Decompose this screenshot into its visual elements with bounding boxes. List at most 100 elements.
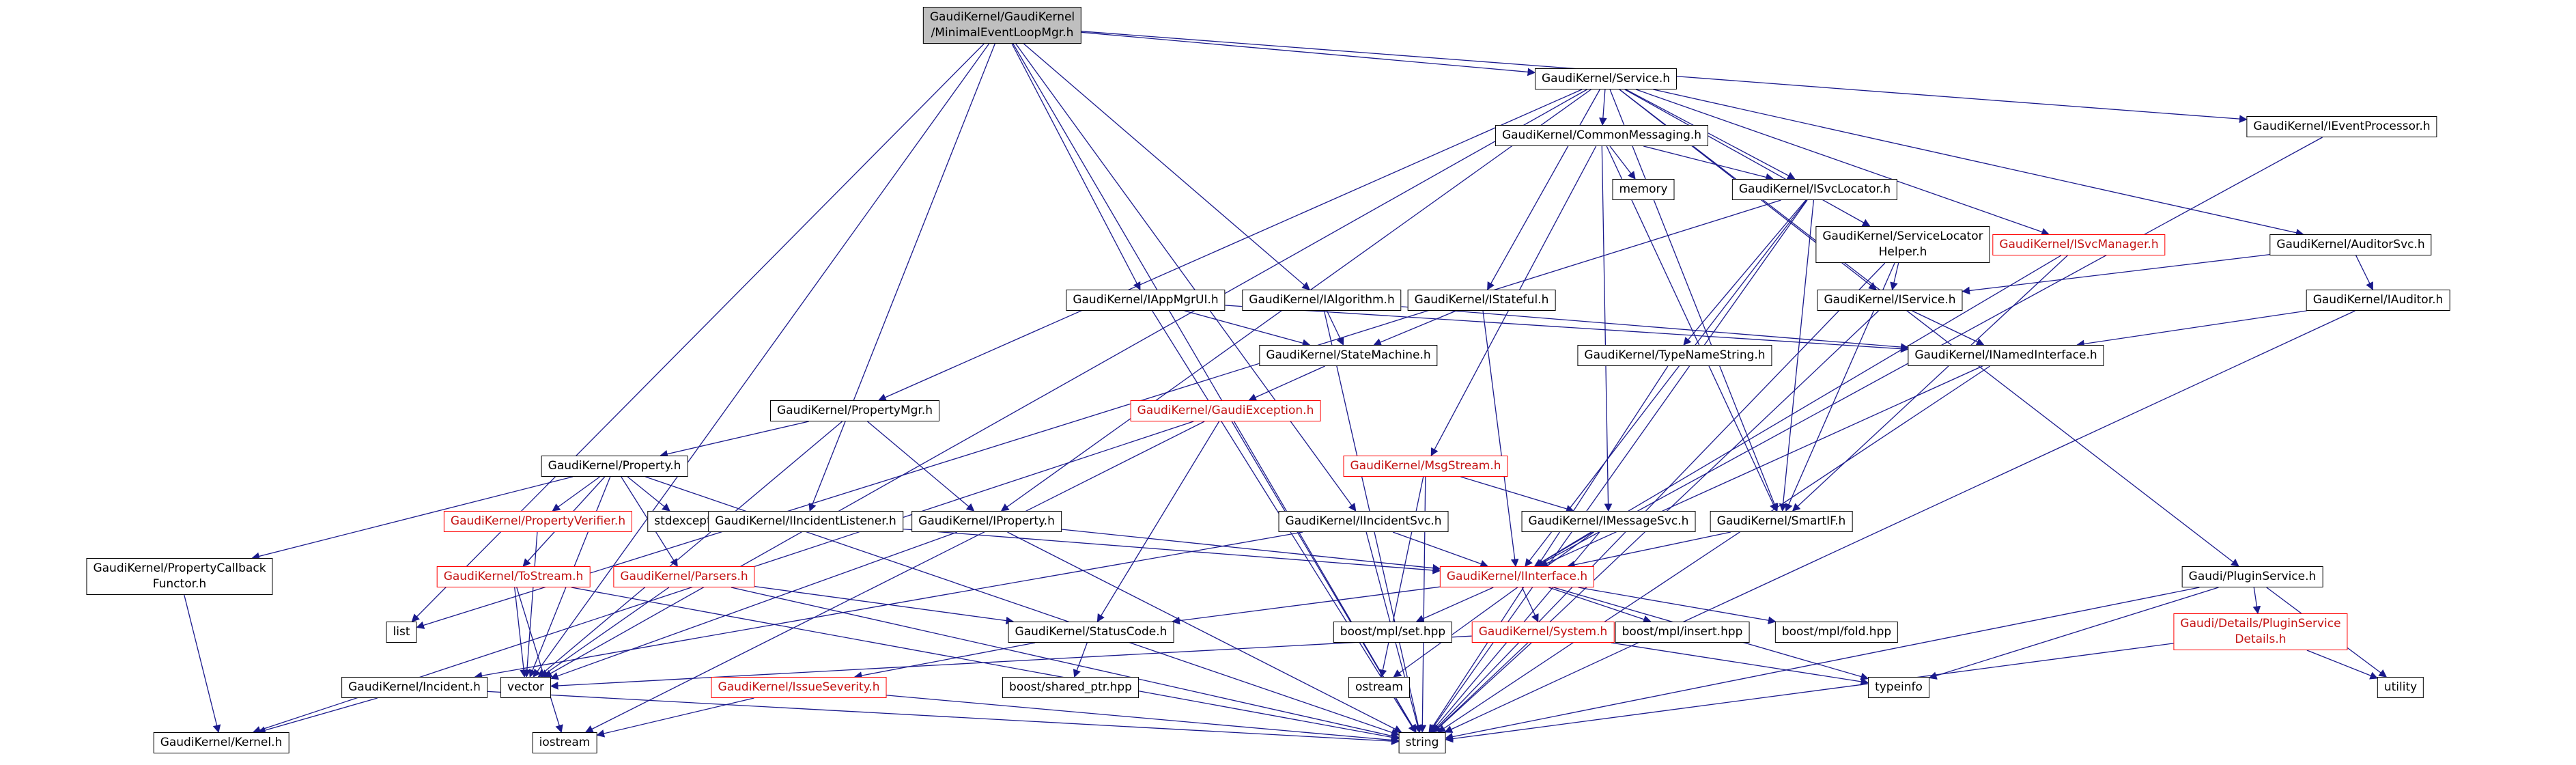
node-auditorsvc[interactable]: GaudiKernel/AuditorSvc.h [2269,234,2432,255]
node-state-machine[interactable]: GaudiKernel/StateMachine.h [1259,345,1438,366]
node-issue-severity[interactable]: GaudiKernel/IssueSeverity.h [711,677,887,698]
edge-isvclocator-to-list [416,199,1781,629]
edge-istateful-to-state-machine [1373,310,1456,346]
node-msgstream[interactable]: GaudiKernel/MsgStream.h [1343,456,1508,477]
edge-service-to-isvclocator [1625,89,1796,180]
edge-minimal-event-loop-mgr-to-iincidentsvc [1015,43,1357,512]
edge-plugin-service-to-string [1445,587,2200,741]
edge-system-to-typeinfo [1611,642,1869,686]
node-iappmgrui[interactable]: GaudiKernel/IAppMgrUI.h [1066,290,1226,311]
edge-minimal-event-loop-mgr-to-iincident-listener [808,43,995,512]
edge-common-messaging-to-memory [1609,145,1636,180]
edge-msgstream-to-ostream [1378,476,1424,678]
node-service-locator-helper[interactable]: GaudiKernel/ServiceLocator Helper.h [1815,226,1990,263]
edge-iproperty-to-string [1007,531,1402,733]
node-string[interactable]: string [1398,732,1446,753]
node-plugin-service[interactable]: Gaudi/PluginService.h [2181,566,2323,587]
edge-property-callback-functor-to-kernel [184,594,221,734]
node-utility[interactable]: utility [2377,677,2424,698]
node-ialgorithm[interactable]: GaudiKernel/IAlgorithm.h [1242,290,1402,311]
node-mpl-fold[interactable]: boost/mpl/fold.hpp [1774,622,1899,643]
edge-iinterface-to-status-code [1172,586,1441,625]
node-mpl-insert[interactable]: boost/mpl/insert.hpp [1615,622,1750,643]
edge-incident-to-string [487,691,1400,745]
edge-parsers-to-string [731,587,1400,740]
edge-iappmgrui-to-state-machine [1184,310,1311,347]
node-inamed-interface[interactable]: GaudiKernel/INamedInterface.h [1908,345,2104,366]
edge-incident-to-kernel [257,697,378,734]
node-property-verifier[interactable]: GaudiKernel/PropertyVerifier.h [443,511,633,532]
node-gaudi-exception[interactable]: GaudiKernel/GaudiException.h [1130,400,1321,421]
node-list[interactable]: list [386,622,417,643]
edge-imessagesvc-to-ostream [1393,531,1594,678]
node-isvclocator[interactable]: GaudiKernel/ISvcLocator.h [1731,179,1898,200]
edge-property-to-property-verifier [552,476,600,512]
edge-common-messaging-to-smartif [1606,145,1777,512]
edge-plugin-service-details-to-utility [2306,650,2379,680]
node-service[interactable]: GaudiKernel/Service.h [1534,68,1678,89]
node-tostream[interactable]: GaudiKernel/ToStream.h [436,566,591,587]
node-parsers[interactable]: GaudiKernel/Parsers.h [613,566,755,587]
edge-iinterface-to-mpl-insert [1548,587,1652,624]
node-typeinfo[interactable]: typeinfo [1868,677,1929,698]
edge-iinterface-to-mpl-set [1415,587,1494,623]
edge-tostream-to-vector [514,587,528,678]
node-plugin-service-details[interactable]: Gaudi/Details/PluginService Details.h [2173,613,2348,650]
edge-status-code-to-issue-severity [853,642,1036,680]
node-property[interactable]: GaudiKernel/Property.h [541,456,688,477]
edge-ialgorithm-to-state-machine [1326,310,1344,346]
node-imessagesvc[interactable]: GaudiKernel/IMessageSvc.h [1521,511,1696,532]
node-memory[interactable]: memory [1612,179,1675,200]
edge-isvclocator-to-smartif [1779,199,1815,512]
node-property-mgr[interactable]: GaudiKernel/PropertyMgr.h [769,400,940,421]
node-isvcmanager[interactable]: GaudiKernel/ISvcManager.h [1992,234,2166,255]
node-minimal-event-loop-mgr[interactable]: GaudiKernel/GaudiKernel /MinimalEventLoo… [922,7,1082,44]
node-ostream[interactable]: ostream [1348,677,1410,698]
edge-auditorsvc-to-iauditor [2355,255,2373,291]
edge-issue-severity-to-iostream [596,697,754,738]
edge-property-to-property-callback-functor [251,476,574,561]
node-incident[interactable]: GaudiKernel/Incident.h [341,677,487,698]
edge-service-to-smartif [1609,89,1779,512]
edge-msgstream-to-imessagesvc [1460,476,1574,513]
node-iostream[interactable]: iostream [532,732,597,753]
node-shared-ptr[interactable]: boost/shared_ptr.hpp [1002,677,1139,698]
edge-inamed-interface-to-iinterface [1540,365,1983,567]
edge-service-to-common-messaging [1599,89,1607,126]
edge-issue-severity-to-string [886,695,1400,745]
node-mpl-set[interactable]: boost/mpl/set.hpp [1333,622,1453,643]
edge-iproperty-to-iinterface [1061,529,1441,572]
edge-tostream-to-iostream [516,587,563,734]
edge-service-to-istateful [1487,89,1600,291]
node-common-messaging[interactable]: GaudiKernel/CommonMessaging.h [1495,125,1709,146]
edge-gaudi-exception-to-iostream [584,421,1205,733]
edge-istateful-to-iinterface [1482,310,1519,568]
node-system[interactable]: GaudiKernel/System.h [1471,622,1615,643]
edge-isvclocator-to-type-name-string [1683,199,1807,346]
edge-iauditor-to-string [1444,310,2355,733]
edge-imessagesvc-to-iinterface [1533,531,1591,567]
node-iproperty[interactable]: GaudiKernel/IProperty.h [911,511,1062,532]
edge-iinterface-to-system [1521,587,1539,623]
node-iinterface[interactable]: GaudiKernel/IInterface.h [1439,566,1595,587]
node-property-callback-functor[interactable]: GaudiKernel/PropertyCallback Functor.h [86,558,273,595]
edge-iappmgrui-to-inamed-interface [1225,305,1909,353]
edge-tostream-to-string [571,587,1400,742]
node-iauditor[interactable]: GaudiKernel/IAuditor.h [2306,290,2450,311]
edge-iauditor-to-inamed-interface [2076,310,2307,348]
node-iincident-listener[interactable]: GaudiKernel/IIncidentListener.h [708,511,903,532]
node-iincidentsvc[interactable]: GaudiKernel/IIncidentSvc.h [1278,511,1449,532]
edge-plugin-service-to-typeinfo [1928,587,2219,680]
node-status-code[interactable]: GaudiKernel/StatusCode.h [1008,622,1174,643]
node-kernel[interactable]: GaudiKernel/Kernel.h [153,732,289,753]
node-type-name-string[interactable]: GaudiKernel/TypeNameString.h [1577,345,1772,366]
node-smartif[interactable]: GaudiKernel/SmartIF.h [1710,511,1853,532]
edge-ialgorithm-to-inamed-interface [1401,306,1909,351]
node-ievent-processor[interactable]: GaudiKernel/IEventProcessor.h [2246,116,2437,137]
edge-property-mgr-to-iproperty [867,421,975,512]
edge-iproperty-to-vector [550,531,958,680]
node-vector[interactable]: vector [500,677,551,698]
node-istateful[interactable]: GaudiKernel/IStateful.h [1407,290,1556,311]
node-iservice[interactable]: GaudiKernel/IService.h [1817,290,1963,311]
